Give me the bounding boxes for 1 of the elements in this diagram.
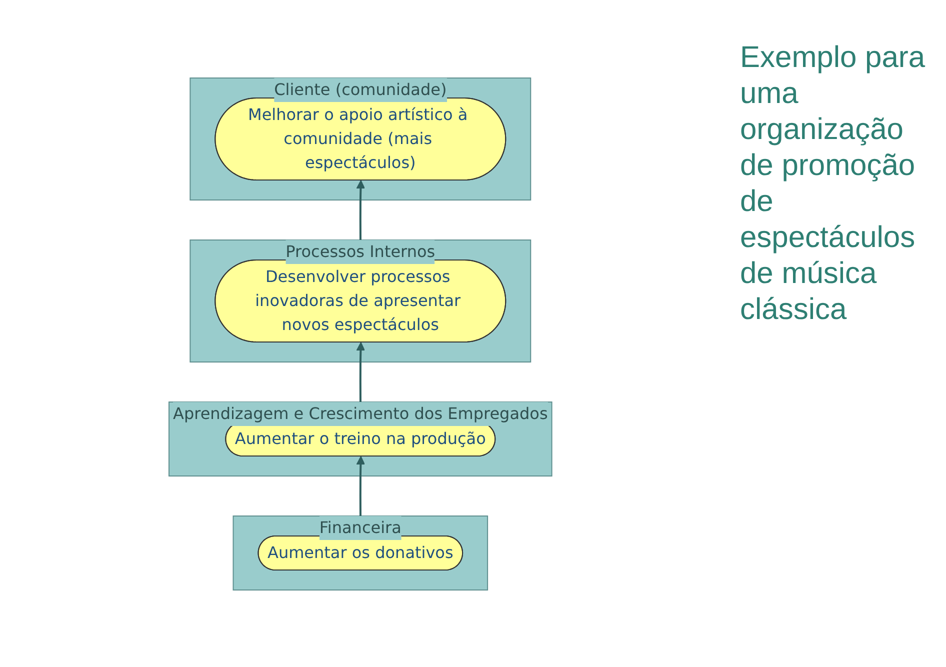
side-note: Exemplo para uma organização de promoção de espectáculos de música clássica (740, 40, 926, 328)
